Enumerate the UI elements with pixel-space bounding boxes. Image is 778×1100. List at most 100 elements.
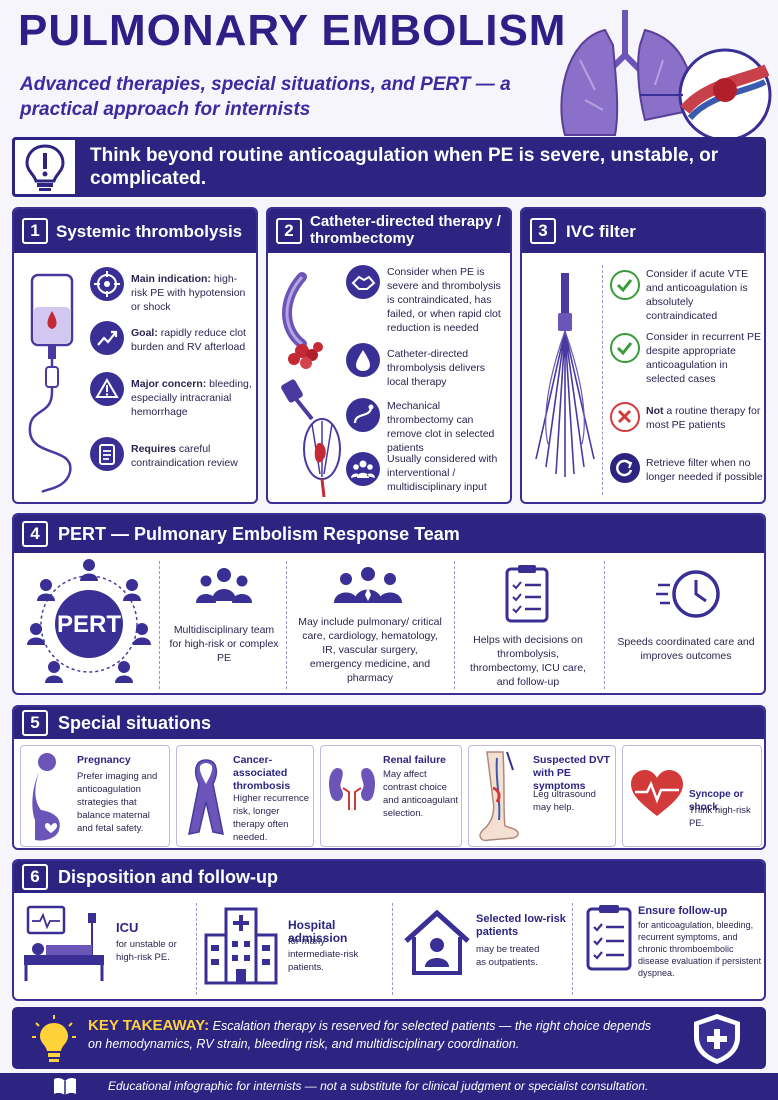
pert-team-circle-icon [27,559,151,683]
renal-text: May affect contrast choice and anticoagu… [383,769,459,819]
syncope-title: Syncope or shock [689,789,744,813]
divider [454,561,455,689]
page-title: PULMONARY EMBOLISM [18,6,567,55]
key-takeaway-banner: KEY TAKEAWAY: Escalation therapy is rese… [12,1007,766,1069]
dvt-text: Leg ultrasound may help. [533,789,596,813]
heart-pulse-icon [631,770,683,816]
leg-icon [479,751,519,842]
checklist-icon [90,437,124,471]
x-icon [610,402,640,432]
catheter-clot-illustration-icon [281,272,341,498]
followup-checklist-icon [586,905,632,971]
footer-disclaimer: Educational infographic for internists —… [0,1073,778,1100]
syncope-text: Think high-risk PE. [689,805,751,829]
section-disposition: 6 Disposition and follow-up ICU for unst… [12,859,766,1001]
divider [604,561,605,689]
footer-text: Educational infographic for internists —… [108,1079,649,1093]
item-cdt: Catheter-directed thrombolysis delivers … [387,348,486,388]
takeaway-text: KEY TAKEAWAY: Escalation therapy is rese… [88,1017,652,1051]
section-title: Systemic thrombolysis [56,222,243,241]
followup-title: Ensure follow-up [638,905,728,917]
lightbulb-icon [32,1015,76,1062]
group-icon [196,568,252,603]
check-icon [610,333,640,363]
home-icon [404,909,470,975]
section-title: Special situations [58,713,212,733]
section-catheter-directed-therapy: 2 Catheter-directed therapy / thrombecto… [266,207,512,504]
item-recurrent-pe: Consider in recurrent PE despite appropr… [646,331,761,385]
item-major-concern: Major concern: bleeding, especially intr… [131,378,252,418]
section-number: 3 [530,218,556,244]
shield-medical-icon [694,1014,740,1064]
admission-text: for many intermediate-risk patients. [288,936,359,973]
iv-bag-icon [28,273,74,494]
item-retrieve: Retrieve filter when no longer needed if… [646,457,763,483]
takeaway-label: KEY TAKEAWAY: [88,1017,210,1034]
target-icon [90,267,124,301]
kidneys-icon [329,768,375,810]
section-header: 3 IVC filter [522,209,764,253]
followup-text: for anticoagulation, bleeding, recurrent… [638,920,762,978]
section-ivc-filter: 3 IVC filter Consider if acute VTE and a… [520,207,766,504]
pregnancy-text: Prefer imaging and anticoagulation strat… [77,771,158,834]
icu-title: ICU [116,920,139,935]
alert-banner: Think beyond routine anticoagulation whe… [12,137,766,197]
cancer-title: Cancer-associated thrombosis [233,754,291,792]
check-icon [610,270,640,300]
item-mechanical: Mechanical thrombectomy can remove clot … [387,400,495,454]
pert-may-include: May include pulmonary/ critical care, ca… [298,616,442,684]
book-icon [54,1077,76,1095]
card-renal: Renal failure May affect contrast choice… [320,745,462,847]
card-cancer: Cancer-associated thrombosis Higher recu… [176,745,314,847]
dvt-title: Suspected DVT with PE symptoms [533,754,611,792]
item-acute-vte: Consider if acute VTE and anticoagulatio… [646,268,749,322]
fast-clock-icon [656,570,720,618]
catheter-icon [346,398,380,432]
renal-title: Renal failure [383,754,447,766]
clipboard-checklist-icon [505,565,549,623]
retrieve-icon [610,453,640,483]
ivc-filter-device-icon [535,273,595,477]
pert-badge: PERT [56,611,121,638]
section-number: 1 [22,218,48,244]
pregnancy-title: Pregnancy [77,754,131,766]
section-number: 5 [22,710,48,736]
card-dvt: Suspected DVT with PE symptoms Leg ultra… [468,745,616,847]
pert-multidisciplinary: Multidisciplinary team for high-risk or … [169,624,279,664]
warning-icon [90,372,124,406]
handshake-icon [346,265,380,299]
section-header: 5 Special situations [14,707,764,739]
section-title: Disposition and follow-up [58,867,278,887]
divider [392,903,393,995]
pregnancy-icon [32,753,60,841]
section-header: 6 Disposition and follow-up [14,861,764,893]
section-number: 2 [276,218,302,244]
admission-title: Hospital admission [288,918,348,945]
divider [196,903,197,995]
divider [286,561,287,689]
item-requires: Requires careful contraindication review [131,443,238,469]
card-pregnancy: Pregnancy Prefer imaging and anticoagula… [20,745,170,847]
lungs-illustration-icon [560,10,772,140]
hospital-icon [204,907,278,985]
divider [159,561,160,689]
lightbulb-alert-icon [12,137,78,197]
section-header: 4 PERT — Pulmonary Embolism Response Tea… [14,515,764,553]
item-main-indication: Main indication: high-risk PE with hypot… [131,273,246,313]
section-title: IVC filter [566,222,636,241]
awareness-ribbon-icon [188,759,224,835]
trend-up-icon [90,321,124,355]
divider [572,903,573,995]
divider [602,265,603,495]
team-icon [346,452,380,486]
alert-text: Think beyond routine anticoagulation whe… [90,145,719,189]
specialists-icon [334,567,402,603]
pert-helps-decisions: Helps with decisions on thrombolysis, th… [470,634,586,688]
section-special-situations: 5 Special situations Pregnancy Prefer im… [12,705,766,850]
icu-text: for unstable or high-risk PE. [116,939,177,963]
section-title: Catheter-directed therapy / thrombectomy [310,213,501,247]
item-consider-severe: Consider when PE is severe and thromboly… [387,266,501,334]
section-header: 1 Systemic thrombolysis [14,209,256,253]
item-usually-considered: Usually considered with interventional /… [387,453,498,493]
section-number: 6 [22,864,48,890]
